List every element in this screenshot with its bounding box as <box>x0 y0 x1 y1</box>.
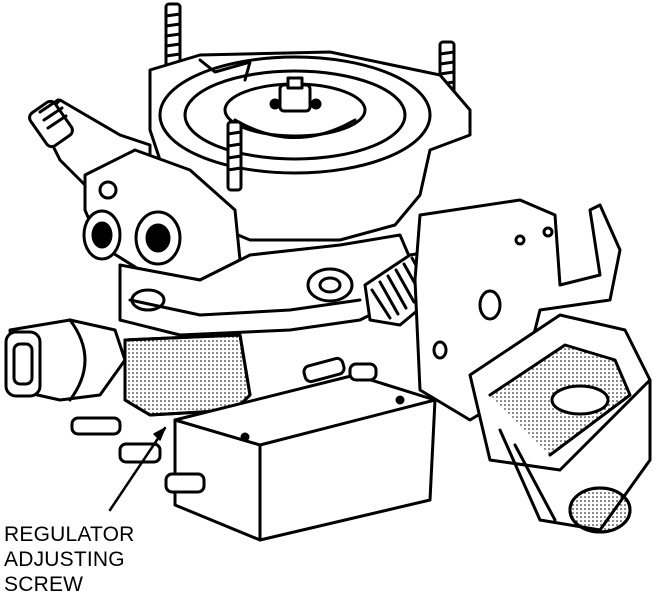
idle-air-motor <box>468 313 652 534</box>
regulator-housing <box>123 333 252 417</box>
callout-line-1: REGULATOR <box>4 523 135 546</box>
left-outlet <box>4 318 127 402</box>
center-stud <box>226 120 243 192</box>
injector-cap <box>269 76 322 113</box>
mounting-bracket <box>413 198 622 422</box>
adjusting-screws <box>70 356 378 494</box>
mounting-stud-left <box>164 2 182 76</box>
main-body <box>82 148 242 282</box>
callout-arrowhead <box>153 427 166 441</box>
callout-label: REGULATOR ADJUSTING SCREW <box>4 522 135 597</box>
callout-line-3: SCREW <box>4 573 84 596</box>
callout-leader <box>108 426 167 512</box>
callout-line-2: ADJUSTING <box>4 548 125 571</box>
